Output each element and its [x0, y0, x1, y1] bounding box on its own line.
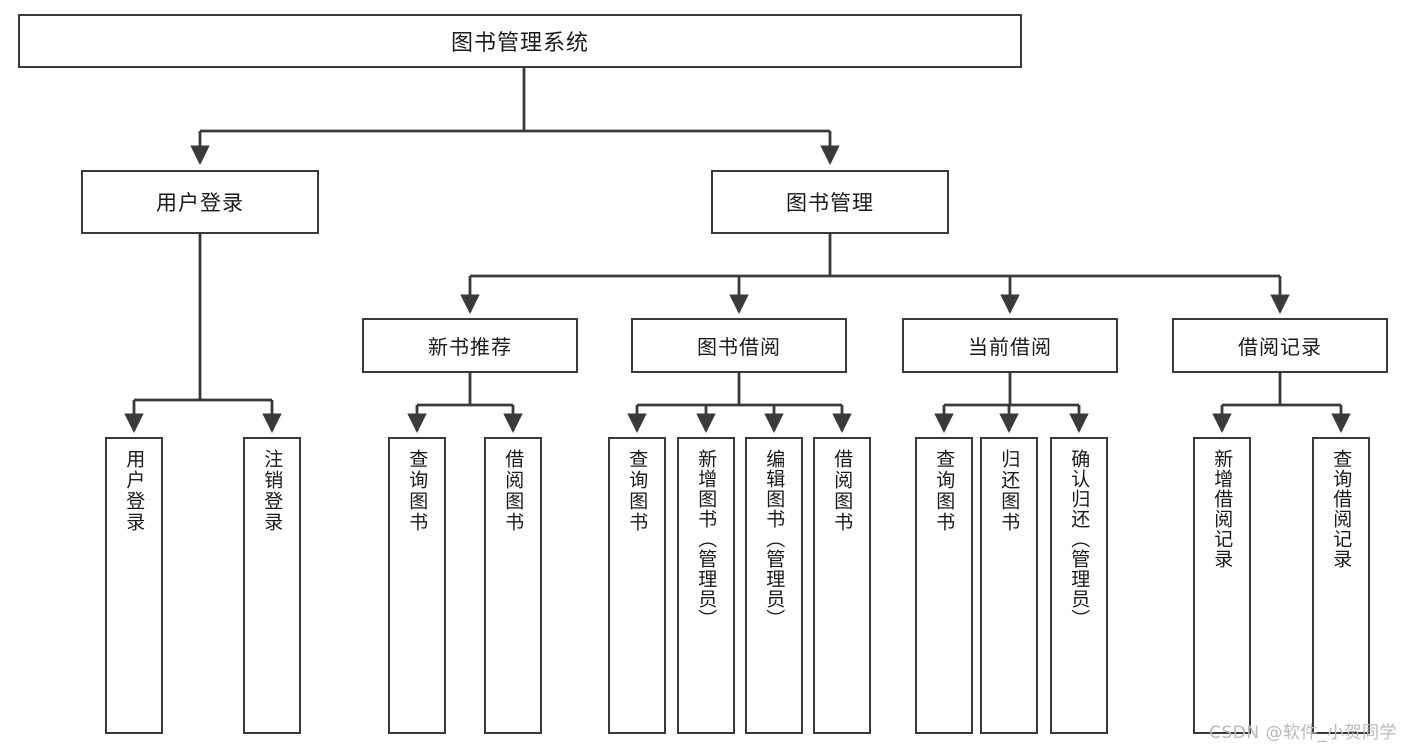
node-label: 编辑图书（管理员）: [763, 449, 786, 629]
node-label: 归还图书: [998, 449, 1021, 533]
node-leaf-add-borrow-record[interactable]: 新增借阅记录: [1193, 437, 1251, 734]
node-leaf-confirm-return-admin[interactable]: 确认归还（管理员）: [1050, 437, 1108, 734]
node-label: 查询图书: [626, 449, 649, 533]
node-label: 查询图书: [406, 449, 429, 533]
watermark: CSDN @软件_小贺同学: [1209, 723, 1397, 743]
node-level3-new-book-recommend[interactable]: 新书推荐: [362, 318, 578, 373]
node-leaf-logout[interactable]: 注销登录: [243, 437, 301, 734]
node-label: 借阅记录: [1238, 335, 1322, 359]
node-level3-borrow-record[interactable]: 借阅记录: [1172, 318, 1388, 373]
node-leaf-user-login[interactable]: 用户登录: [105, 437, 163, 734]
node-leaf-add-book-admin[interactable]: 新增图书（管理员）: [677, 437, 735, 734]
node-label: 借阅图书: [502, 449, 525, 533]
node-label: 用户登录: [123, 449, 146, 533]
node-label: 查询图书: [933, 449, 956, 533]
node-label: 图书借阅: [697, 335, 781, 359]
node-label: 借阅图书: [831, 449, 854, 533]
node-leaf-query-book-2[interactable]: 查询图书: [608, 437, 666, 734]
node-label: 新增图书（管理员）: [695, 449, 718, 629]
node-leaf-borrow-book-2[interactable]: 借阅图书: [813, 437, 871, 734]
node-label: 用户登录: [156, 191, 244, 215]
node-label: 新书推荐: [428, 335, 512, 359]
node-label: 图书管理系统: [450, 31, 589, 56]
node-root-图书管理系统[interactable]: 图书管理系统: [18, 14, 1022, 68]
node-level3-current-borrow[interactable]: 当前借阅: [902, 318, 1118, 373]
node-label: 确认归还（管理员）: [1068, 449, 1091, 629]
node-label: 图书管理: [786, 191, 874, 215]
node-leaf-edit-book-admin[interactable]: 编辑图书（管理员）: [745, 437, 803, 734]
node-label: 新增借阅记录: [1211, 449, 1234, 569]
node-label: 查询借阅记录: [1330, 449, 1353, 569]
node-level2-user-login[interactable]: 用户登录: [81, 170, 319, 234]
node-level2-book-management[interactable]: 图书管理: [711, 170, 949, 234]
node-label: 当前借阅: [968, 335, 1052, 359]
node-leaf-query-book-1[interactable]: 查询图书: [388, 437, 446, 734]
node-level3-book-borrow[interactable]: 图书借阅: [631, 318, 847, 373]
node-leaf-query-borrow-record[interactable]: 查询借阅记录: [1312, 437, 1370, 734]
node-label: 注销登录: [261, 449, 284, 533]
node-leaf-query-book-3[interactable]: 查询图书: [915, 437, 973, 734]
node-leaf-borrow-book-1[interactable]: 借阅图书: [484, 437, 542, 734]
node-leaf-return-book[interactable]: 归还图书: [980, 437, 1038, 734]
